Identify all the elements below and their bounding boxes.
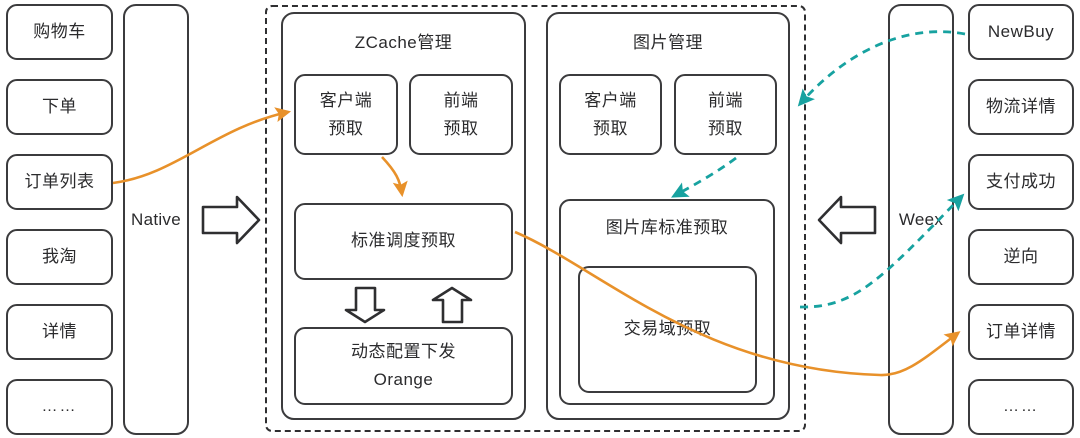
box-label-line2: 预取: [593, 118, 628, 138]
page-box-newbuy[interactable]: NewBuy: [968, 4, 1074, 60]
lane-weex-label: Weex: [898, 209, 944, 229]
box-label-line2: 预取: [443, 118, 479, 138]
core-to-weex-arrow: [817, 195, 877, 245]
page-box-wotao[interactable]: 我淘: [6, 229, 113, 285]
page-box-shopping-cart[interactable]: 购物车: [6, 4, 113, 60]
lane-native[interactable]: Native: [123, 4, 189, 435]
box-zcache-client-prefetch[interactable]: 客户端 预取: [294, 74, 398, 155]
page-box-label: ……: [1003, 397, 1039, 415]
page-box-label: 购物车: [33, 21, 86, 41]
box-label-line2: Orange: [373, 370, 434, 389]
lane-weex[interactable]: Weex: [888, 4, 954, 435]
box-label-line1: 前端: [443, 90, 479, 110]
page-box-more-left[interactable]: ……: [6, 379, 113, 435]
box-trade-domain-prefetch[interactable]: 交易域预取: [578, 266, 757, 393]
box-label-line2: 预取: [328, 118, 364, 138]
box-label-line1: 客户端: [584, 90, 637, 110]
box-zcache-frontend-prefetch[interactable]: 前端 预取: [409, 74, 513, 155]
page-box-detail[interactable]: 详情: [6, 304, 113, 360]
lane-native-label: Native: [131, 209, 181, 229]
box-label: 交易域预取: [623, 319, 712, 339]
box-dynamic-config-orange[interactable]: 动态配置下发 Orange: [294, 327, 513, 405]
page-box-logistics-detail[interactable]: 物流详情: [968, 79, 1074, 135]
page-box-label: 订单详情: [986, 321, 1056, 341]
box-label-line1: 动态配置下发: [351, 342, 456, 362]
box-label-line1: 客户端: [319, 90, 373, 110]
box-label: 标准调度预取: [351, 231, 456, 251]
frame-image-lib-title: 图片库标准预取: [605, 218, 729, 237]
page-box-label: 支付成功: [986, 171, 1056, 191]
page-box-label: 详情: [42, 321, 77, 341]
page-box-place-order[interactable]: 下单: [6, 79, 113, 135]
page-box-label: 订单列表: [24, 171, 95, 191]
page-box-label: 下单: [42, 96, 77, 116]
page-box-label: 我淘: [42, 246, 77, 266]
page-box-order-list[interactable]: 订单列表: [6, 154, 113, 210]
page-box-more-right[interactable]: ……: [968, 379, 1074, 435]
page-box-label: 物流详情: [986, 96, 1056, 116]
panel-image-title: 图片管理: [633, 33, 703, 52]
box-image-client-prefetch[interactable]: 客户端 预取: [559, 74, 662, 155]
box-label-line2: 预取: [708, 118, 743, 138]
page-box-payment-success[interactable]: 支付成功: [968, 154, 1074, 210]
box-standard-schedule-prefetch[interactable]: 标准调度预取: [294, 203, 513, 280]
page-box-label: NewBuy: [987, 21, 1055, 41]
box-image-frontend-prefetch[interactable]: 前端 预取: [674, 74, 777, 155]
page-box-label: 逆向: [1003, 246, 1039, 266]
box-label-line1: 前端: [708, 90, 743, 110]
page-box-order-detail[interactable]: 订单详情: [968, 304, 1074, 360]
page-box-reverse[interactable]: 逆向: [968, 229, 1074, 285]
panel-zcache-title: ZCache管理: [354, 33, 453, 52]
native-to-core-arrow: [201, 195, 261, 245]
page-box-label: ……: [41, 397, 78, 415]
